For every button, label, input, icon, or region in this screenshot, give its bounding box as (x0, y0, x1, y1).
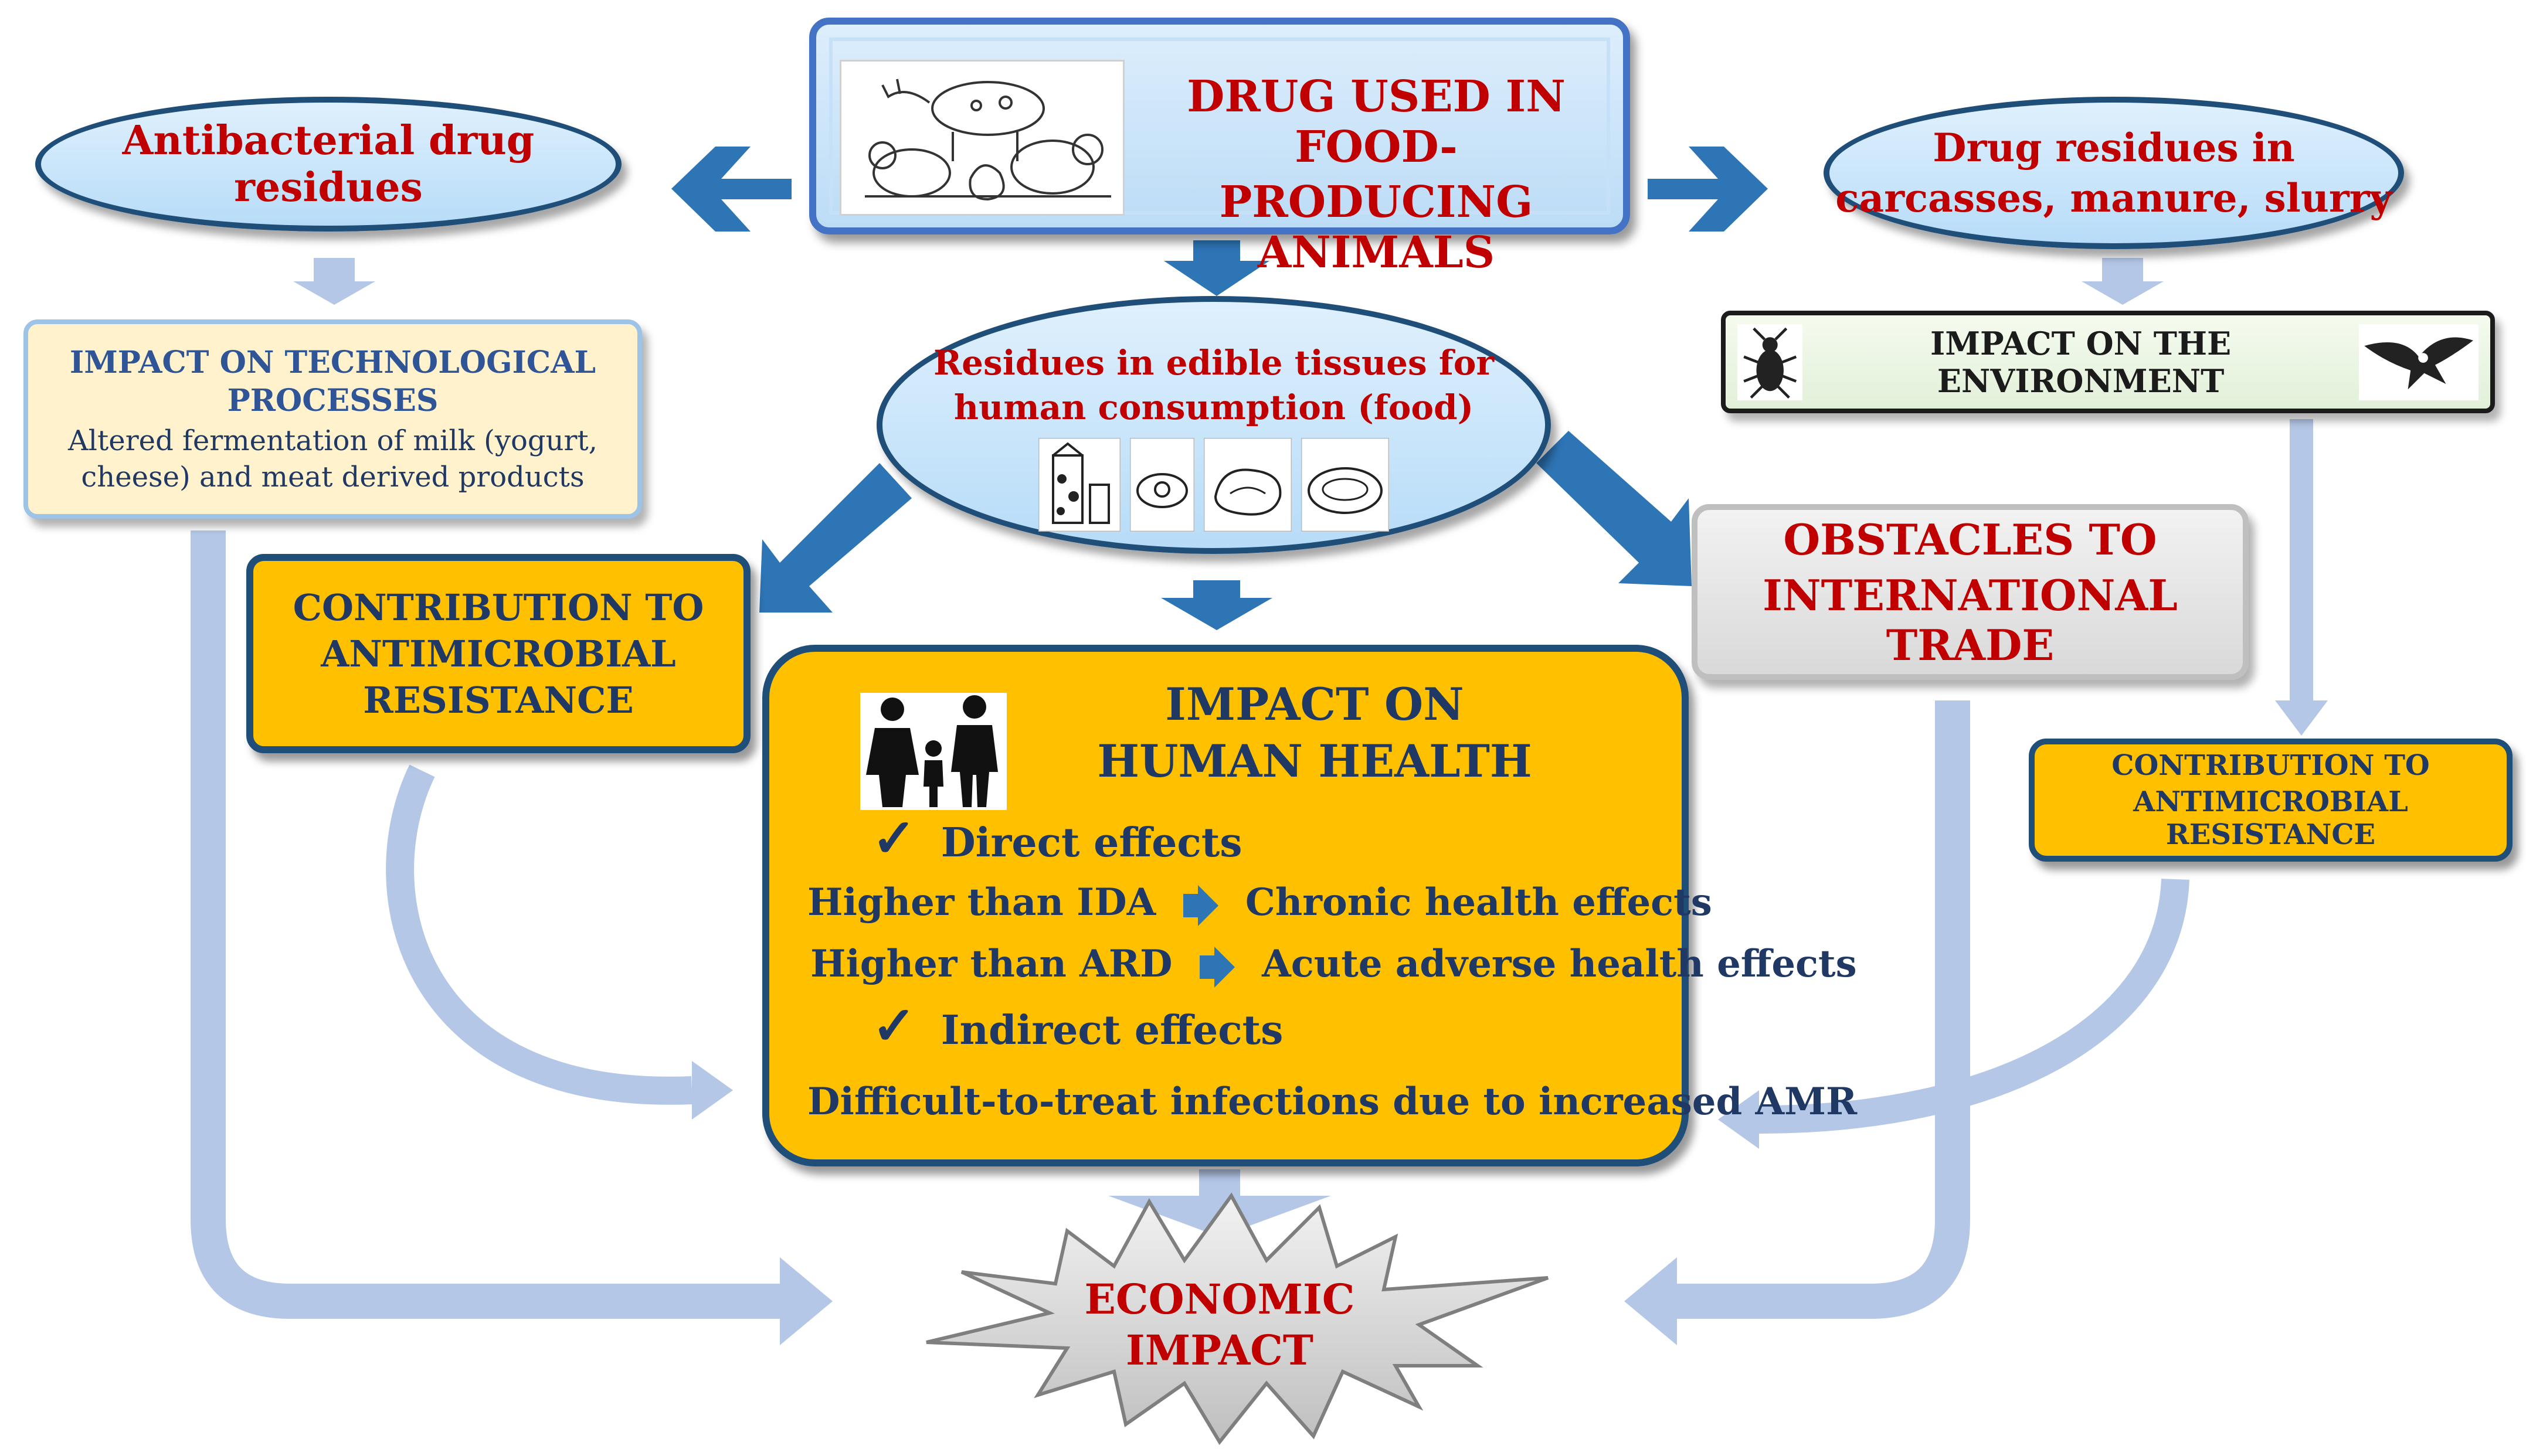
center-down-arrow (1161, 580, 1272, 630)
amr-left-curve-arrowhead (692, 1061, 733, 1120)
carcass-residues-line2: carcasses, manure, slurry (1835, 175, 2392, 221)
meat-icon (1204, 438, 1292, 532)
top-down-arrow (1164, 240, 1269, 296)
check-icon: ✓ (872, 995, 916, 1057)
top-title-line2: PRODUCING ANIMALS (1219, 177, 1533, 278)
eagle-icon (2358, 324, 2479, 400)
edible-residues-ellipse: Residues in edible tissues for human con… (877, 296, 1551, 554)
health-title: IMPACT ON HUMAN HEALTH (1021, 678, 1608, 787)
human-health-box: IMPACT ON HUMAN HEALTH ✓ Direct effects … (762, 645, 1857, 1166)
environment-label: IMPACT ON THE ENVIRONMENT (1930, 324, 2232, 400)
trade-to-economic-connector (1677, 700, 1970, 1319)
economic-line1: ECONOMIC (1084, 1275, 1355, 1324)
top-title: DRUG USED IN FOOD- PRODUCING ANIMALS (1133, 72, 1620, 278)
indirect-effects-heading: ✓ Indirect effects (872, 995, 1283, 1057)
tech-title-line1: IMPACT ON TECHNOLOGICAL (69, 345, 596, 380)
indirect-effects-label: Indirect effects (941, 1007, 1284, 1054)
economic-line2: IMPACT (1126, 1326, 1313, 1375)
arrow-right-icon (1199, 946, 1235, 988)
edible-residues-line1: Residues in edible tissues for (933, 343, 1495, 383)
tech-body-line2: cheese) and meat derived products (81, 461, 585, 494)
arrow-right-icon (1183, 885, 1218, 926)
amr-infections-line: Difficult-to-treat infections due to inc… (807, 1080, 1857, 1124)
top-left-arrow (671, 147, 792, 232)
farm-animals-icon (840, 60, 1125, 216)
health-title-line1: IMPACT ON (1165, 678, 1464, 730)
food-items-icon (1038, 438, 1389, 532)
ida-row: Higher than IDA Chronic health effects (807, 880, 1712, 926)
tech-title-line2: PROCESSES (227, 383, 439, 419)
amr-left-line1: CONTRIBUTION TO (293, 586, 704, 629)
amr-right-curve (1758, 878, 2189, 1134)
amr-left-curve (386, 764, 692, 1105)
ida-threshold: Higher than IDA (807, 880, 1156, 924)
trade-line1: OBSTACLES TO (1783, 514, 2157, 564)
ard-threshold: Higher than ARD (810, 942, 1173, 986)
diag-left-arrow (759, 463, 912, 613)
amr-infections-text: Difficult-to-treat infections due to inc… (807, 1080, 1858, 1124)
amr-right-line1: CONTRIBUTION TO (2111, 749, 2430, 782)
farm-animals-drawing (865, 79, 1111, 201)
tech-body-line1: Altered fermentation of milk (yogurt, (68, 424, 597, 457)
milk-icon (1038, 438, 1121, 532)
amr-right-box: CONTRIBUTION TO ANTIMICROBIAL RESISTANCE (2029, 739, 2513, 862)
edible-residues-line2: human consumption (food) (953, 387, 1474, 427)
ard-row: Higher than ARD Acute adverse health eff… (810, 942, 1857, 988)
check-icon: ✓ (872, 807, 916, 869)
economic-impact-label: ECONOMIC IMPACT (1055, 1266, 1384, 1383)
right-down-arrow (2082, 258, 2164, 305)
left-economic-arrowhead (780, 1257, 833, 1345)
amr-left-box: CONTRIBUTION TO ANTIMICROBIAL RESISTANCE (246, 554, 751, 753)
ard-effect: Acute adverse health effects (1262, 942, 1857, 986)
amr-left-line2: ANTIMICROBIAL (321, 632, 676, 675)
antibacterial-residues-ellipse: Antibacterial drug residues (35, 97, 622, 232)
ida-effect: Chronic health effects (1245, 880, 1712, 924)
environment-box: IMPACT ON THE ENVIRONMENT (1721, 311, 2495, 413)
antibacterial-residues-label: Antibacterial drug residues (122, 117, 535, 211)
egg-icon (1130, 438, 1194, 532)
amr-right-line2: ANTIMICROBIAL RESISTANCE (2133, 785, 2408, 851)
carcass-residues-line1: Drug residues in (1933, 125, 2295, 171)
top-right-arrow (1648, 147, 1768, 232)
right-economic-arrowhead (1624, 1257, 1677, 1345)
family-icon (860, 693, 1007, 810)
left-to-economic-connector (191, 530, 780, 1319)
trade-box: OBSTACLES TO INTERNATIONAL TRADE (1692, 504, 2249, 680)
health-title-line2: HUMAN HEALTH (1097, 735, 1532, 787)
amr-right-curve-arrowhead (1718, 1090, 1759, 1149)
fish-plate-icon (1301, 438, 1389, 532)
left-down-arrow (293, 258, 375, 305)
amr-right-arrowhead (2275, 700, 2328, 736)
direct-effects-label: Direct effects (941, 819, 1242, 866)
tech-processes-box: IMPACT ON TECHNOLOGICAL PROCESSES Altere… (23, 319, 642, 519)
top-title-line1: DRUG USED IN FOOD- (1187, 72, 1566, 172)
health-economic-arrowhead (1108, 1196, 1331, 1237)
carcass-residues-ellipse: Drug residues in carcasses, manure, slur… (1824, 97, 2404, 249)
diag-right-arrow (1536, 431, 1692, 586)
drug-source-box: DRUG USED IN FOOD- PRODUCING ANIMALS (809, 18, 1630, 278)
beetle-icon (1737, 324, 1803, 400)
trade-line2: INTERNATIONAL TRADE (1763, 570, 2178, 670)
amr-left-line3: RESISTANCE (363, 678, 634, 722)
direct-effects-heading: ✓ Direct effects (872, 807, 1242, 869)
